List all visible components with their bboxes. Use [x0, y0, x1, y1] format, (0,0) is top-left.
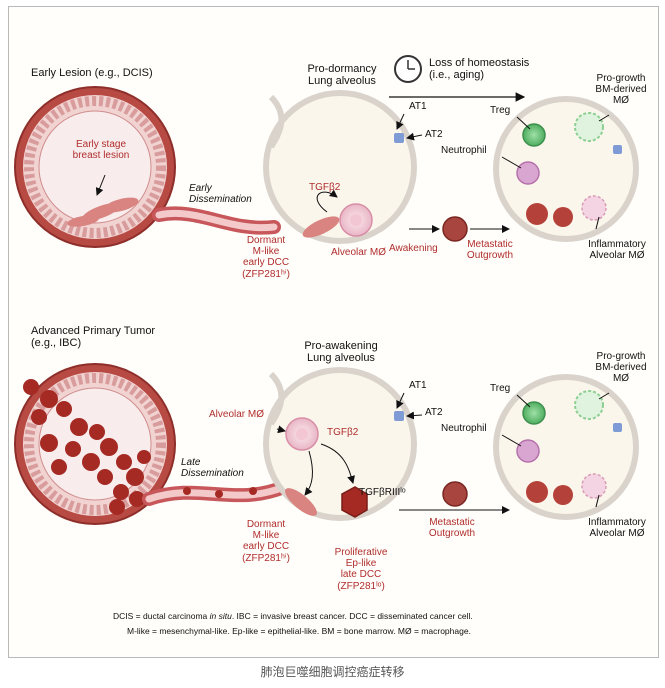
awakening-cell: [442, 216, 468, 242]
tgfb2-label: TGFβ2: [309, 182, 341, 193]
footnote-line-1: DCIS = ductal carcinoma in situ. IBC = i…: [113, 611, 473, 621]
pro-awakening-title: Pro-awakening Lung alveolus: [304, 340, 378, 365]
dormant-dcc-label-bottom: Dormant M-like early DCC (ZFP281ʰⁱ): [242, 519, 290, 564]
pro-dormancy-title: Pro-dormancy Lung alveolus: [307, 63, 377, 88]
lesion-label: Early stage breast lesion: [72, 139, 130, 162]
treg-label: Treg: [490, 105, 511, 116]
at1-label-bottom: AT1: [409, 380, 427, 391]
clock-icon: [394, 55, 422, 83]
pro-dormancy-alveolus: [263, 90, 417, 244]
early-lesion-duct: [14, 86, 176, 248]
figure-caption: 肺泡巨噬细胞调控癌症转移: [260, 665, 405, 679]
footnote-line-2: M-like = mesenchymal-like. Ep-like = epi…: [127, 626, 471, 636]
tgfbr3-label: TGFβRIIIˡᵒ: [359, 487, 406, 498]
early-dissemination-label: Early Dissemination: [189, 183, 252, 206]
late-dissemination-label: Late Dissemination: [181, 457, 244, 480]
late-dissemination-vessel: [142, 480, 291, 506]
neutrophil-label: Neutrophil: [441, 145, 487, 156]
footnote-text-a: DCIS = ductal carcinoma: [113, 611, 210, 621]
metastatic-outgrowth-label: Metastatic Outgrowth: [466, 239, 514, 262]
pro-growth-label-bottom: Pro-growth BM-derived MØ: [595, 351, 647, 385]
awakening-label: Awakening: [389, 243, 438, 254]
early-lesion-title: Early Lesion (e.g., DCIS): [31, 67, 153, 79]
neutrophil-label-bottom: Neutrophil: [441, 423, 487, 434]
footnote-text-b: . IBC = invasive breast cancer. DCC = di…: [231, 611, 473, 621]
early-dissemination-vessel: [152, 206, 281, 235]
figure-frame: Early Lesion (e.g., DCIS) Early stage br…: [8, 6, 659, 658]
at2-label-bottom: AT2: [425, 407, 443, 418]
advanced-tumor-title: Advanced Primary Tumor (e.g., IBC): [31, 325, 156, 350]
footnote-italic: in situ: [209, 611, 232, 621]
at1-label: AT1: [409, 101, 427, 112]
at2-label: AT2: [425, 129, 443, 140]
pro-growth-label: Pro-growth BM-derived MØ: [595, 73, 647, 107]
tgfb2-label-bottom: TGFβ2: [327, 427, 359, 438]
alveolar-mo-label-bottom: Alveolar MØ: [209, 409, 265, 420]
dormant-dcc-label: Dormant M-like early DCC (ZFP281ʰⁱ): [242, 235, 290, 280]
homeostasis-label: Loss of homeostasis (i.e., aging): [429, 57, 530, 82]
diagram-canvas: [14, 55, 639, 525]
advanced-tumor-duct: [14, 363, 176, 525]
metastatic-alveolus-top: [493, 96, 639, 242]
metastatic-outgrowth-label-bottom: Metastatic Outgrowth: [428, 517, 476, 540]
treg-label-bottom: Treg: [490, 383, 511, 394]
alveolar-mo-label: Alveolar MØ: [331, 247, 387, 258]
proliferative-dcc-label: Proliferative Ep-like late DCC (ZFP281ˡᵒ…: [334, 547, 388, 592]
pro-awakening-alveolus: [263, 367, 417, 521]
inflammatory-label-bottom: Inflammatory Alveolar MØ: [588, 517, 646, 540]
metastatic-alveolus-bottom: [493, 374, 639, 520]
inflammatory-label: Inflammatory Alveolar MØ: [588, 239, 646, 262]
